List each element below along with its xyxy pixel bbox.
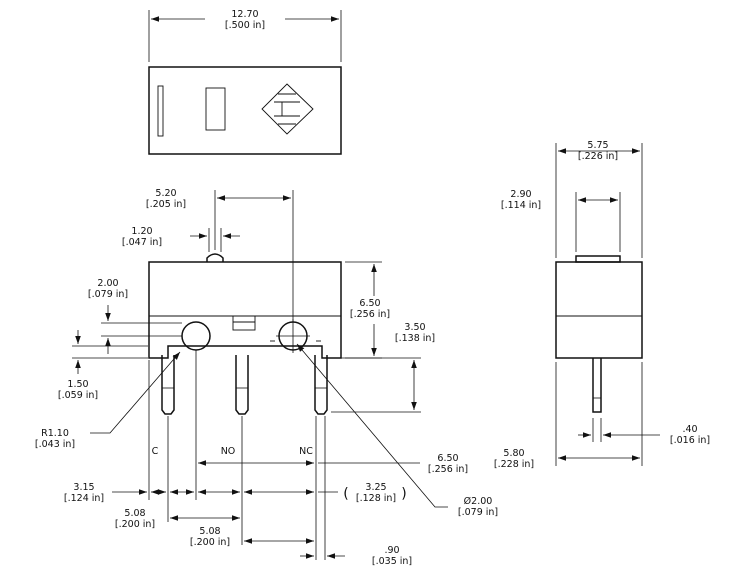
dim-nc-span-in: [.256 in] — [428, 464, 468, 475]
actuation-direction-icon — [261, 83, 314, 135]
dim-pitch-2-in: [.200 in] — [190, 537, 230, 548]
dim-side-depth-mm: 5.80 — [503, 448, 524, 459]
dim-body-height-mm: 6.50 — [359, 298, 380, 309]
dim-pitch-1-in: [.200 in] — [115, 519, 155, 530]
terminal-no — [235, 355, 249, 415]
dim-side-pin-thickness-in: [.016 in] — [670, 435, 710, 446]
label-normally-closed: NC — [299, 446, 313, 457]
actuator-button — [206, 253, 224, 262]
dim-side-width-in: [.226 in] — [578, 151, 618, 162]
center-window — [232, 315, 256, 331]
dim-side-depth-in: [.228 in] — [494, 459, 534, 470]
dim-pin-width-mm: .90 — [384, 545, 399, 556]
dim-actuator-offset-mm: 5.20 — [155, 188, 176, 199]
dim-hole-diameter-mm: Ø2.00 — [464, 496, 493, 507]
dim-top-width-mm: 12.70 — [231, 9, 258, 20]
front-view: 5.20 [.205 in] 1.20 [.047 in] 2.00 [.079… — [35, 188, 498, 567]
dim-pitch-1-mm: 5.08 — [124, 508, 145, 519]
dim-pin-width-in: [.035 in] — [372, 556, 412, 567]
side-view-actuator — [575, 255, 621, 263]
dim-actuator-width-mm: 1.20 — [131, 226, 152, 237]
side-view-terminal — [592, 358, 602, 413]
dim-hole-diameter-in: [.079 in] — [458, 507, 498, 518]
dim-hole-to-base-mm: 1.50 — [67, 379, 88, 390]
dim-terminal-offset-mm: 3.15 — [73, 482, 94, 493]
terminal-nc — [314, 355, 328, 415]
dim-side-width-mm: 5.75 — [587, 140, 608, 151]
dim-pitch-2-mm: 5.08 — [199, 526, 220, 537]
terminal-c — [161, 355, 175, 415]
dim-side-actuator-in: [.114 in] — [501, 200, 541, 211]
ref-paren-open: ( — [343, 486, 348, 502]
front-view-body — [148, 261, 342, 359]
dim-radius-mm: R1.10 — [41, 428, 69, 439]
dim-body-height-in: [.256 in] — [350, 309, 390, 320]
top-view-window — [205, 87, 226, 131]
dim-pin-hole-offset-mm: 2.00 — [97, 278, 118, 289]
ref-paren-close: ) — [401, 486, 406, 502]
dim-pin-height-mm: 3.50 — [404, 322, 425, 333]
side-view-body — [555, 261, 643, 359]
dim-nc-span-mm: 6.50 — [437, 453, 458, 464]
top-view-body — [148, 66, 342, 155]
side-view: 5.75 [.226 in] 2.90 [.114 in] .40 [.016 … — [494, 140, 710, 470]
dim-actuator-offset-in: [.205 in] — [146, 199, 186, 210]
dim-side-actuator-mm: 2.90 — [510, 189, 531, 200]
dim-terminal-offset-in: [.124 in] — [64, 493, 104, 504]
dim-top-width-in: [.500 in] — [225, 20, 265, 31]
label-normally-open: NO — [221, 446, 236, 457]
top-view-slot — [157, 85, 164, 137]
dim-ref-mm: 3.25 — [365, 482, 386, 493]
dim-radius-in: [.043 in] — [35, 439, 75, 450]
label-common: C — [152, 446, 159, 457]
dim-pin-hole-offset-in: [.079 in] — [88, 289, 128, 300]
dim-hole-to-base-in: [.059 in] — [58, 390, 98, 401]
dim-ref-in: [.128 in] — [356, 493, 396, 504]
top-view: 12.70 [.500 in] — [148, 9, 342, 155]
dim-actuator-width-in: [.047 in] — [122, 237, 162, 248]
dim-pin-height-in: [.138 in] — [395, 333, 435, 344]
dim-side-pin-thickness-mm: .40 — [682, 424, 697, 435]
